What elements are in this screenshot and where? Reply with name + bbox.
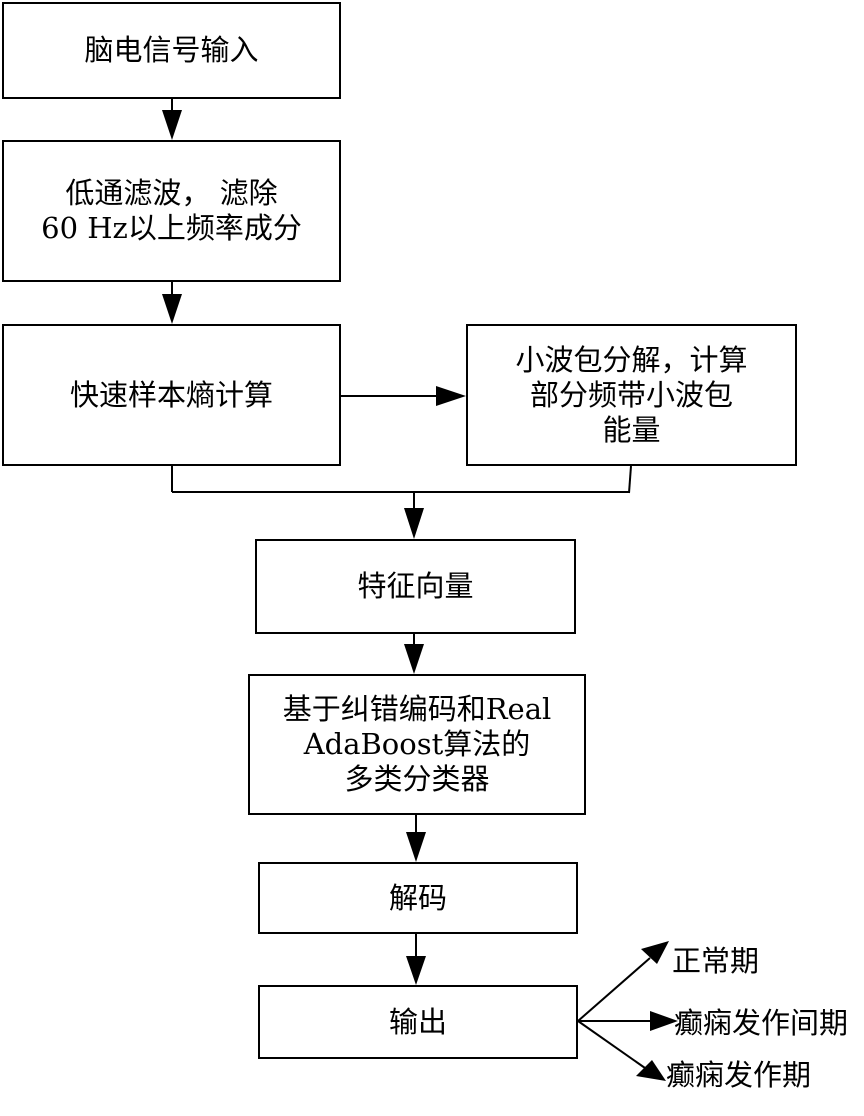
arrowhead [404, 508, 424, 539]
output-normal-label: 正常期 [672, 944, 760, 978]
wavelet-line-1: 小波包分解，计算 [515, 342, 748, 377]
output-label: 输出 [388, 1004, 447, 1039]
decode-label: 解码 [388, 880, 447, 915]
output-interictal-label: 癫痫发作间期 [674, 1006, 849, 1040]
arrow-output-to-ictal [577, 1020, 646, 1069]
feature-vector-label: 特征向量 [357, 569, 474, 603]
feature-vector-box: 特征向量 [255, 539, 576, 634]
arrow-output-to-normal [577, 957, 651, 1022]
arrowhead [636, 1060, 666, 1081]
wavelet-packet-label: 小波包分解，计算 部分频带小波包 能量 [515, 343, 747, 448]
eeg-input-box: 脑电信号输入 [2, 2, 341, 99]
arrowhead [162, 294, 182, 324]
wavelet-line-2: 部分频带小波包 [529, 377, 733, 412]
classifier-box: 基于纠错编码和Real AdaBoost算法的 多类分类器 [248, 674, 586, 815]
arrowhead [406, 956, 426, 985]
output-box: 输出 [258, 985, 578, 1059]
arrowhead [406, 832, 426, 862]
classifier-line-3: 多类分类器 [344, 762, 490, 796]
arrowhead [404, 644, 424, 674]
arrowhead [436, 386, 466, 406]
lowpass-filter-label: 低通滤波， 滤除 60 Hz以上频率成分 [41, 176, 302, 246]
classifier-label: 基于纠错编码和Real AdaBoost算法的 多类分类器 [283, 692, 552, 797]
lowpass-line-1: 低通滤波， 滤除 [65, 176, 278, 210]
classifier-line-1: 基于纠错编码和Real [282, 692, 552, 726]
merge-line-right [628, 465, 632, 494]
classifier-line-2: AdaBoost算法的 [303, 727, 531, 761]
wavelet-line-3: 能量 [602, 412, 661, 447]
output-ictal-label: 癫痫发作期 [666, 1058, 812, 1092]
arrowhead [641, 941, 669, 964]
eeg-input-label: 脑电信号输入 [84, 33, 259, 67]
wavelet-packet-box: 小波包分解，计算 部分频带小波包 能量 [466, 324, 797, 466]
lowpass-filter-box: 低通滤波， 滤除 60 Hz以上频率成分 [2, 140, 341, 282]
arrowhead [162, 110, 182, 140]
decode-box: 解码 [258, 862, 578, 934]
lowpass-line-2: 60 Hz以上频率成分 [41, 211, 302, 245]
arrowhead [650, 1011, 678, 1031]
fast-sample-entropy-label: 快速样本熵计算 [69, 377, 273, 412]
fast-sample-entropy-box: 快速样本熵计算 [2, 324, 341, 466]
